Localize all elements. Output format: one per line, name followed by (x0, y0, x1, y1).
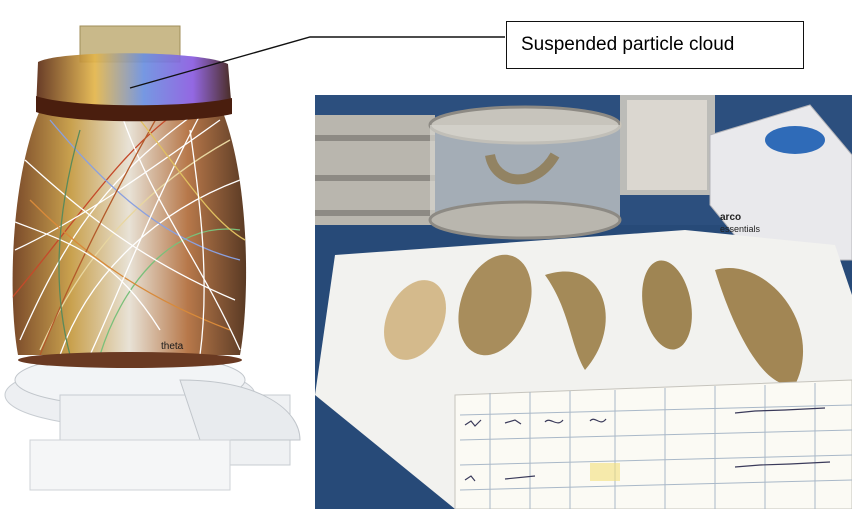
glove-box: arco essentials (709, 104, 852, 261)
glove-box-subbrand: essentials (720, 224, 761, 234)
particle-simulation-render (4, 25, 301, 491)
fraction-1 (384, 280, 446, 360)
glass-beaker (620, 95, 715, 195)
fraction-2 (458, 254, 532, 356)
vessel-base-housing (4, 353, 301, 491)
vessel-bottom-ring (18, 352, 242, 368)
logbook-sheet (454, 379, 852, 509)
glove-box-brand: arco (720, 212, 741, 223)
vessel-body (12, 110, 247, 355)
callout-label: Suspended particle cloud (521, 34, 735, 55)
sieve-with-sample (428, 105, 622, 240)
sieve-stack-left (315, 115, 435, 225)
particle-trajectories (12, 110, 246, 355)
fraction-3 (545, 271, 606, 370)
fraction-5 (715, 267, 804, 386)
granule-fractions (384, 254, 804, 386)
lab-photo: arco essentials (315, 95, 852, 509)
fraction-4 (642, 260, 692, 350)
callout-box: Suspended particle cloud (506, 21, 804, 69)
theta-label: theta (161, 341, 184, 352)
